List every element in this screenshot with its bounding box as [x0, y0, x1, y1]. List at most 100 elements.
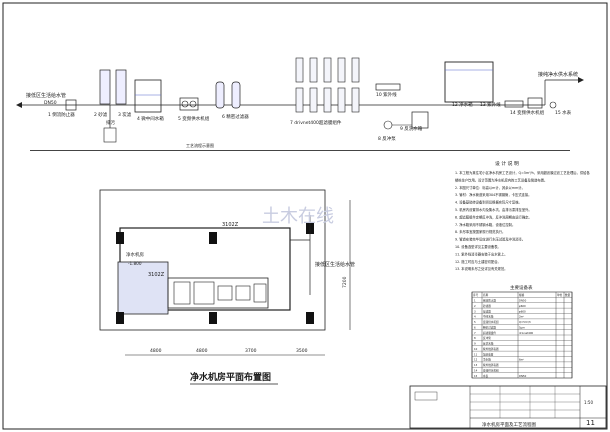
sheet-number: 11: [586, 419, 595, 427]
note-line: 8. 未尽事宜按国家现行规范执行。: [455, 229, 505, 234]
process-flow: 接低区生活给水管 DN50 1 倒流防止器 2 砂滤 3 炭滤 排污 4 微中间…: [16, 57, 584, 148]
flow-arrow-out: [578, 77, 584, 83]
equipment-block: [253, 283, 267, 303]
dim-label-left: 3102Z: [148, 272, 165, 278]
dim-4: 3500: [296, 348, 308, 354]
equipment-block: [173, 281, 191, 305]
table-cell-index: 15: [474, 374, 478, 378]
note-line: 2. 本图尺寸单位：标高以m计，其余以mm计。: [455, 185, 525, 190]
note-line: 13. 本说明未尽之处详见有关规范。: [455, 266, 507, 271]
drawing-name: 净水机房平面及工艺流程图: [482, 421, 536, 428]
plan-title: 净水机房平面布置图: [190, 371, 271, 383]
flow-caption: 工艺流程示意图: [186, 142, 214, 148]
note-line: 10. 设备选型详见主要设备表。: [455, 244, 501, 249]
table-cell-index: 12: [474, 358, 478, 362]
table-cell-index: 9: [474, 342, 476, 346]
step-13-label: 13 紫外线: [480, 101, 501, 108]
uv-sterilizer-2-icon: [504, 100, 524, 108]
membrane-module: [337, 57, 346, 83]
table-cell-name: 紫外线消毒器: [483, 347, 499, 351]
step-1-label: 1 倒流防止器: [48, 111, 75, 118]
table-cell-index: 10: [474, 347, 478, 351]
floor-plan: 净水机房 -1.800 3102Z 3102Z 接低区生活给水管 4800 48…: [99, 189, 355, 385]
table-cell-name: 紫外线消毒器: [483, 363, 499, 367]
column: [306, 312, 314, 324]
table-cell-index: 6: [474, 325, 476, 329]
step-10-label: 10 紫外线: [376, 91, 397, 98]
source-label: 接低区生活给水管: [26, 92, 66, 99]
membrane-module: [309, 87, 318, 113]
table-header: 数量: [565, 293, 571, 297]
table-cell-index: 7: [474, 331, 476, 335]
membrane-module: [323, 87, 332, 113]
note-line: 7. 净水箱采用不锈钢水箱，设液位控制。: [455, 222, 515, 227]
step-8-label: 8 反冲泵: [378, 135, 396, 142]
table-cell-index: 8: [474, 336, 476, 340]
column: [116, 312, 124, 324]
step-15-label: 15 水表: [555, 109, 572, 116]
membrane-module: [309, 57, 318, 83]
table-header: 规格: [519, 293, 525, 297]
table-cell-index: 3: [474, 309, 476, 313]
membrane-module: [295, 57, 304, 83]
membrane-module: [295, 87, 304, 113]
table-cell-name: 炭滤器: [483, 309, 491, 313]
tank-footprint: [117, 261, 169, 315]
area-label: 净水机房: [126, 251, 144, 258]
equipment-block: [235, 285, 251, 301]
table-cell-spec: φ600: [519, 304, 526, 308]
backflow-preventer-icon: [65, 99, 77, 111]
step-14-label: 14 变频供水机组: [510, 109, 545, 116]
step-5-label: 5 变频供水机组: [178, 115, 210, 122]
uv-sterilizer-icon: [375, 83, 401, 91]
section-divider: [30, 150, 570, 151]
note-line: 11. 紫外线消毒器安装于出水管上。: [455, 251, 507, 256]
table-cell-name: 反洗水箱: [483, 342, 494, 346]
membrane-module: [351, 87, 360, 113]
notes-title: 设 计 说 明: [495, 160, 519, 167]
clean-water-tank-icon: [444, 61, 494, 103]
equipment-block: [217, 285, 233, 301]
table-header: 序号: [473, 293, 479, 297]
water-meter-icon: [549, 101, 557, 109]
sand-filter-icon: [99, 69, 111, 105]
table-cell-name: 倒流防止器: [483, 299, 496, 303]
drain-label: 排污: [106, 119, 115, 126]
precision-filter-icon: [215, 81, 225, 109]
step-4-label: 4 微中间水箱: [137, 115, 164, 122]
backwash-pump-icon: [383, 120, 393, 130]
note-line: 9. 管道安装完毕后应进行水压试验及冲洗消毒。: [455, 237, 525, 242]
room-outline: [99, 189, 326, 331]
table-cell-index: 2: [474, 304, 476, 308]
table-cell-spec: 5μm: [519, 325, 525, 329]
column: [209, 312, 217, 324]
table-cell-index: 4: [474, 315, 476, 319]
table-cell-index: 5: [474, 320, 476, 324]
table-cell-name: 变频供水机组: [483, 320, 499, 324]
design-notes: 设 计 说 明 1. 本工程为某住宅小区净水机房工艺设计，Q=5m³/h，采用超…: [455, 160, 590, 271]
dim-1: 4800: [150, 348, 162, 354]
equipment-base: [167, 277, 269, 309]
equipment-blocks: [173, 281, 267, 305]
note-line: 12. 施工时应与土建密切配合。: [455, 259, 501, 264]
note-line: 4. 设备基础待设备到货后根据实际尺寸复核。: [455, 200, 522, 205]
column: [209, 232, 217, 244]
table-cell-spec: 2m³: [519, 315, 524, 319]
column: [116, 232, 124, 244]
step-12-label: 12 净水箱: [452, 101, 473, 108]
table-cell-index: 11: [474, 352, 478, 356]
intermediate-tank-icon: [134, 79, 162, 113]
note-line: 3. 管材：净水管道采用304不锈钢管，卡压式连接。: [455, 192, 531, 197]
step-3-label: 3 炭滤: [118, 111, 132, 118]
destination-label: 接纯净水供水系统: [538, 71, 578, 78]
drain-pit-icon: [103, 127, 117, 143]
carbon-filter-icon: [115, 69, 127, 105]
table-cell-spec: DN50: [519, 374, 527, 378]
table-cell-spec: drivnet400: [519, 331, 534, 335]
company-stamp: [414, 391, 438, 401]
pipe-size-label: DN50: [44, 100, 57, 106]
watermark: 土木在线: [262, 206, 334, 227]
flow-arrow-in: [16, 102, 22, 108]
